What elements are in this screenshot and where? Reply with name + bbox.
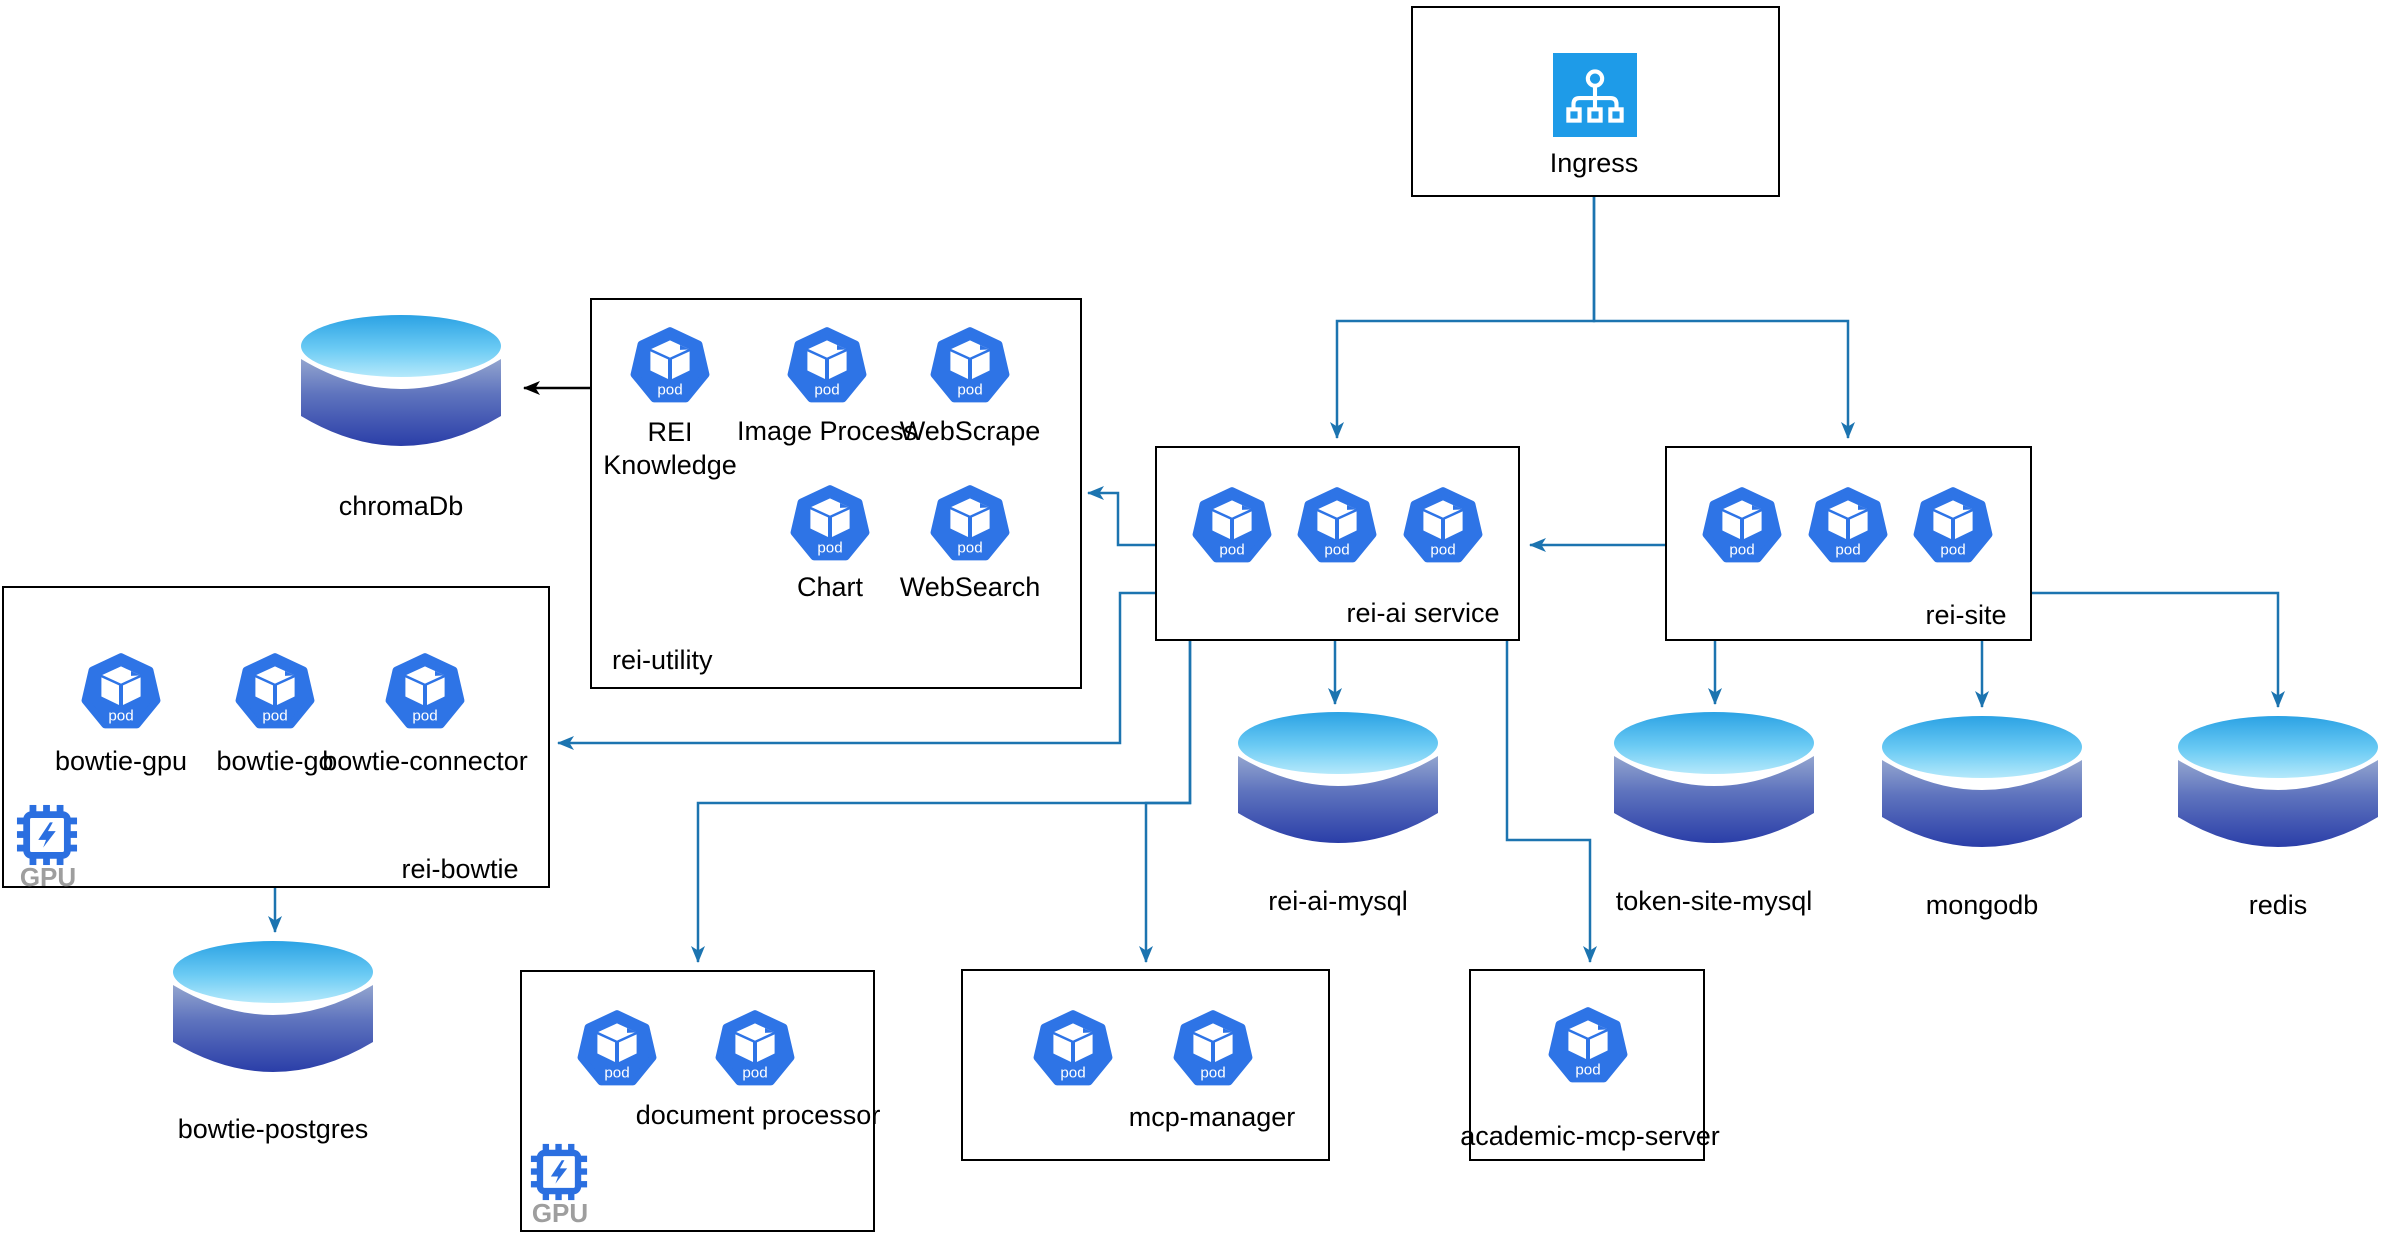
ingress-label: Ingress: [1549, 148, 1639, 178]
pod-icon[interactable]: pod: [630, 326, 710, 404]
pod-icon[interactable]: pod: [790, 484, 870, 562]
gpu-icon: [16, 804, 78, 866]
edge-rei-ai-service-to-mcp-manager: [1139, 641, 1192, 963]
redis-label: redis: [2248, 890, 2308, 920]
rei-utility-label: rei-utility: [612, 645, 713, 675]
edge-rei-ai-service-to-document-processor: [691, 641, 1192, 963]
rei-site-label: rei-site: [1925, 600, 2007, 630]
pod-icon[interactable]: pod: [1702, 486, 1782, 564]
pod-icon[interactable]: pod: [1192, 486, 1272, 564]
node-redis[interactable]: [2170, 714, 2386, 856]
document-processor-label: document processor: [635, 1100, 881, 1130]
pod-label-bowtie-gpu: bowtie-gpu: [54, 746, 188, 776]
pod-icon-label: pod: [957, 540, 982, 557]
pod-label-webscrape: WebScrape: [899, 416, 1041, 446]
pod-icon[interactable]: pod: [1913, 486, 1993, 564]
node-mcp-manager[interactable]: [961, 969, 1330, 1161]
gpu-icon: [530, 1143, 588, 1201]
mongodb-label: mongodb: [1925, 890, 2039, 920]
pod-label-chart: Chart: [796, 572, 864, 602]
node-token-site-mysql[interactable]: [1606, 710, 1822, 852]
pod-icon-label: pod: [1575, 1062, 1600, 1079]
pod-icon[interactable]: pod: [715, 1009, 795, 1087]
pod-label-websearch: WebSearch: [899, 572, 1041, 602]
chromadb-label: chromaDb: [338, 491, 464, 521]
pod-icon[interactable]: pod: [930, 326, 1010, 404]
edge-ingress-to-rei-ai-service: [1330, 197, 1596, 439]
rei-ai-mysql-label: rei-ai-mysql: [1268, 886, 1408, 916]
edge-rei-ai-service-to-rei-utility: [1087, 486, 1155, 547]
pod-icon-label: pod: [262, 708, 287, 725]
pod-icon[interactable]: pod: [1173, 1009, 1253, 1087]
pod-icon-label: pod: [957, 382, 982, 399]
gpu-label: GPU: [531, 1198, 589, 1228]
node-bowtie-postgres[interactable]: [165, 939, 381, 1081]
rei-bowtie-label: rei-bowtie: [401, 854, 519, 884]
node-rei-ai-mysql[interactable]: [1230, 710, 1446, 852]
pod-icon-label: pod: [604, 1065, 629, 1082]
gpu-label: GPU: [19, 862, 77, 892]
pod-icon-label: pod: [742, 1065, 767, 1082]
edge-ingress-to-rei-site: [1592, 197, 1855, 439]
pod-icon[interactable]: pod: [385, 652, 465, 730]
pod-icon-label: pod: [1940, 542, 1965, 559]
pod-label-image-process: Image Process: [736, 416, 918, 446]
pod-icon[interactable]: pod: [81, 652, 161, 730]
pod-label-rei-knowledge: REI Knowledge: [603, 417, 737, 480]
node-chromadb[interactable]: [293, 313, 509, 455]
ingress-icon: [1553, 53, 1637, 137]
pod-icon-label: pod: [1219, 542, 1244, 559]
pod-icon[interactable]: pod: [787, 326, 867, 404]
rei-ai-service-label: rei-ai service: [1346, 598, 1500, 628]
pod-label-bowtie-go: bowtie-go: [216, 746, 334, 776]
node-rei-bowtie[interactable]: [2, 586, 550, 888]
edge-rei-site-to-redis: [2032, 591, 2285, 708]
edge-rei-ai-service-to-academic-mcp-server: [1505, 641, 1597, 963]
pod-icon-label: pod: [1060, 1065, 1085, 1082]
pod-icon[interactable]: pod: [1403, 486, 1483, 564]
pod-icon-label: pod: [1835, 542, 1860, 559]
token-site-mysql-label: token-site-mysql: [1615, 886, 1813, 916]
pod-icon-label: pod: [657, 382, 682, 399]
pod-icon-label: pod: [412, 708, 437, 725]
pod-icon-label: pod: [814, 382, 839, 399]
pod-icon[interactable]: pod: [235, 652, 315, 730]
academic-mcp-server-label: academic-mcp-server: [1460, 1121, 1720, 1151]
pod-icon[interactable]: pod: [1297, 486, 1377, 564]
node-mongodb[interactable]: [1874, 714, 2090, 856]
pod-icon-label: pod: [1729, 542, 1754, 559]
pod-label-bowtie-connector: bowtie-connector: [322, 746, 528, 776]
pod-icon-label: pod: [1200, 1065, 1225, 1082]
pod-icon[interactable]: pod: [930, 484, 1010, 562]
pod-icon[interactable]: pod: [1033, 1009, 1113, 1087]
pod-icon-label: pod: [817, 540, 842, 557]
pod-icon-label: pod: [1430, 542, 1455, 559]
pod-icon[interactable]: pod: [577, 1009, 657, 1087]
mcp-manager-label: mcp-manager: [1128, 1102, 1296, 1132]
pod-icon-label: pod: [1324, 542, 1349, 559]
pod-icon-label: pod: [108, 708, 133, 725]
pod-icon[interactable]: pod: [1808, 486, 1888, 564]
bowtie-postgres-label: bowtie-postgres: [177, 1114, 369, 1144]
pod-icon[interactable]: pod: [1548, 1006, 1628, 1084]
